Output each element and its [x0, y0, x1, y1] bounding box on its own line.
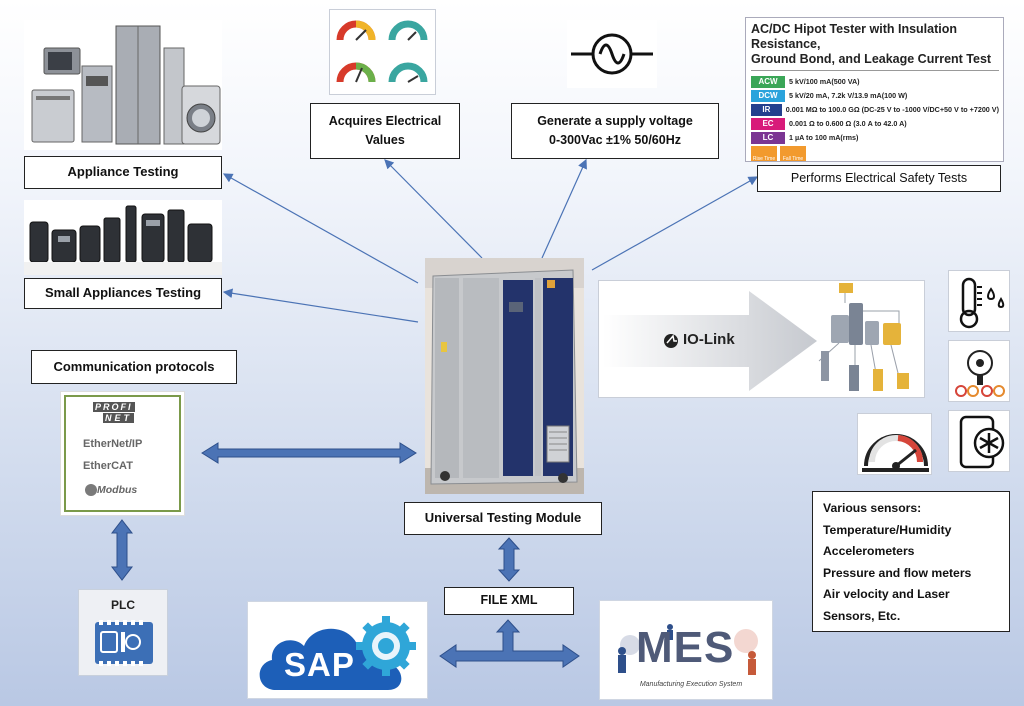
connector-safety: [591, 176, 759, 271]
label-communication-protocols: Communication protocols: [31, 350, 237, 384]
hipot-spec-row: DCW 5 kV/20 mA, 7.2k V/13.9 mA(100 W): [751, 89, 999, 102]
fall-time-chip: Fall Time: [780, 146, 806, 161]
gauge-icon: [336, 20, 428, 83]
connector-acquires: [384, 159, 483, 259]
net-text: NET: [103, 413, 134, 423]
sensors-line: Temperature/Humidity: [823, 522, 952, 537]
hipot-spec-text: 0.001 Ω to 0.600 Ω (3.0 A to 42.0 A): [789, 119, 907, 128]
hipot-spec-row: EC 0.001 Ω to 0.600 Ω (3.0 A to 42.0 A): [751, 117, 999, 130]
hipot-spec-tag: IR: [751, 103, 782, 116]
hipot-spec-tag: ACW: [751, 75, 785, 88]
plc-card: PLC: [78, 589, 168, 676]
iolink-icon: [664, 334, 678, 348]
hipot-spec-list: ACW 5 kV/100 mA(500 VA) DCW 5 kV/20 mA, 7.2…: [751, 75, 999, 144]
t-arrow-sap-mes-xml: [439, 619, 580, 668]
mes-logo-card: MES Manufacturing Execution System: [599, 600, 773, 700]
ethercat-logo: EtherCAT: [83, 460, 133, 472]
label-universal-testing-module: Universal Testing Module: [404, 502, 602, 535]
ethernetip-logo: EtherNet/IP: [83, 438, 143, 450]
hipot-tester-card: AC/DC Hipot Tester with Insulation Resis…: [745, 17, 1004, 162]
profinet-logo: PROFI NET: [93, 402, 135, 423]
sensors-line: Sensors, Etc.: [823, 608, 901, 623]
mes-subtitle: Manufacturing Execution System: [639, 681, 743, 688]
modbus-logo: Modbus: [97, 484, 138, 496]
device-icons: [818, 283, 909, 391]
hipot-title: AC/DC Hipot Tester with Insulation Resis…: [751, 22, 999, 67]
thermometer-icon: [948, 270, 1010, 332]
double-arrow-protocols-module: [201, 442, 417, 464]
hipot-chips: Rise Time Fall Time: [751, 146, 999, 161]
label-supply-voltage: Generate a supply voltage 0-300Vac ±1% 5…: [511, 103, 719, 159]
hipot-spec-tag: DCW: [751, 89, 785, 102]
modbus-icon: [85, 484, 97, 496]
protocols-card: PROFI NET EtherNet/IP EtherCAT Modbus: [60, 391, 185, 516]
profi-text: PROFI: [93, 402, 135, 412]
double-arrow-protocols-plc: [110, 519, 134, 581]
label-safety-tests: Performs Electrical Safety Tests: [757, 165, 1001, 192]
sensors-line: Various sensors:: [823, 501, 922, 515]
hipot-spec-text: 1 µA to 100 mA(rms): [789, 133, 859, 142]
small-appliances-image: [24, 200, 222, 275]
hipot-title-line1: AC/DC Hipot Tester with Insulation Resis…: [751, 22, 958, 51]
sensors-line: Pressure and flow meters: [823, 565, 972, 580]
sap-logo-card: SAP: [247, 601, 428, 699]
appliance-image: [24, 20, 222, 150]
sensors-list-box: Various sensors: Temperature/Humidity Ac…: [812, 491, 1010, 632]
hipot-spec-tag: LC: [751, 131, 785, 144]
person-icon: [618, 624, 756, 675]
plc-label: PLC: [111, 598, 135, 612]
mes-text: MES: [636, 623, 735, 672]
connector-appliance: [222, 173, 419, 284]
sensor-device-icon: [948, 410, 1010, 472]
hipot-spec-row: ACW 5 kV/100 mA(500 VA): [751, 75, 999, 88]
connector-small-appliances: [222, 288, 419, 323]
connector-supply: [541, 158, 587, 259]
hipot-title-line2: Ground Bond, and Leakage Current Test: [751, 52, 992, 66]
supply-line1: Generate a supply voltage: [537, 113, 693, 128]
cabinet-image: [425, 258, 584, 494]
double-arrow-module-xml: [497, 537, 521, 582]
label-appliance-testing: Appliance Testing: [24, 156, 222, 189]
hipot-spec-text: 5 kV/20 mA, 7.2k V/13.9 mA(100 W): [789, 91, 908, 100]
gear-icon: [356, 616, 416, 676]
gauges-image: [329, 9, 436, 95]
flow-sensor-icon: [948, 340, 1010, 402]
sensors-line: Accelerometers: [823, 544, 915, 558]
plc-icon: [95, 620, 153, 666]
ac-source-icon: [567, 20, 657, 88]
label-file-xml: FILE XML: [444, 587, 574, 615]
sensors-line: Air velocity and Laser: [823, 587, 950, 601]
label-small-appliances-testing: Small Appliances Testing: [24, 278, 222, 309]
hipot-spec-text: 0.001 MΩ to 100.0 GΩ (DC-25 V to -1000 V…: [785, 105, 999, 114]
hipot-spec-tag: EC: [751, 117, 785, 130]
hipot-spec-row: LC 1 µA to 100 mA(rms): [751, 131, 999, 144]
rise-time-chip: Rise Time: [751, 146, 777, 161]
label-acquires-values: Acquires Electrical Values: [310, 103, 460, 159]
hipot-spec-text: 5 kV/100 mA(500 VA): [789, 77, 860, 86]
speedometer-icon: [857, 413, 932, 475]
iolink-label: IO-Link: [683, 331, 735, 348]
supply-line2: 0-300Vac ±1% 50/60Hz: [549, 133, 681, 147]
acquires-line2: Values: [365, 133, 405, 147]
sap-text: SAP: [284, 646, 355, 683]
iolink-diagram: IO-Link: [598, 280, 925, 398]
acquires-line1: Acquires Electrical: [328, 113, 442, 128]
